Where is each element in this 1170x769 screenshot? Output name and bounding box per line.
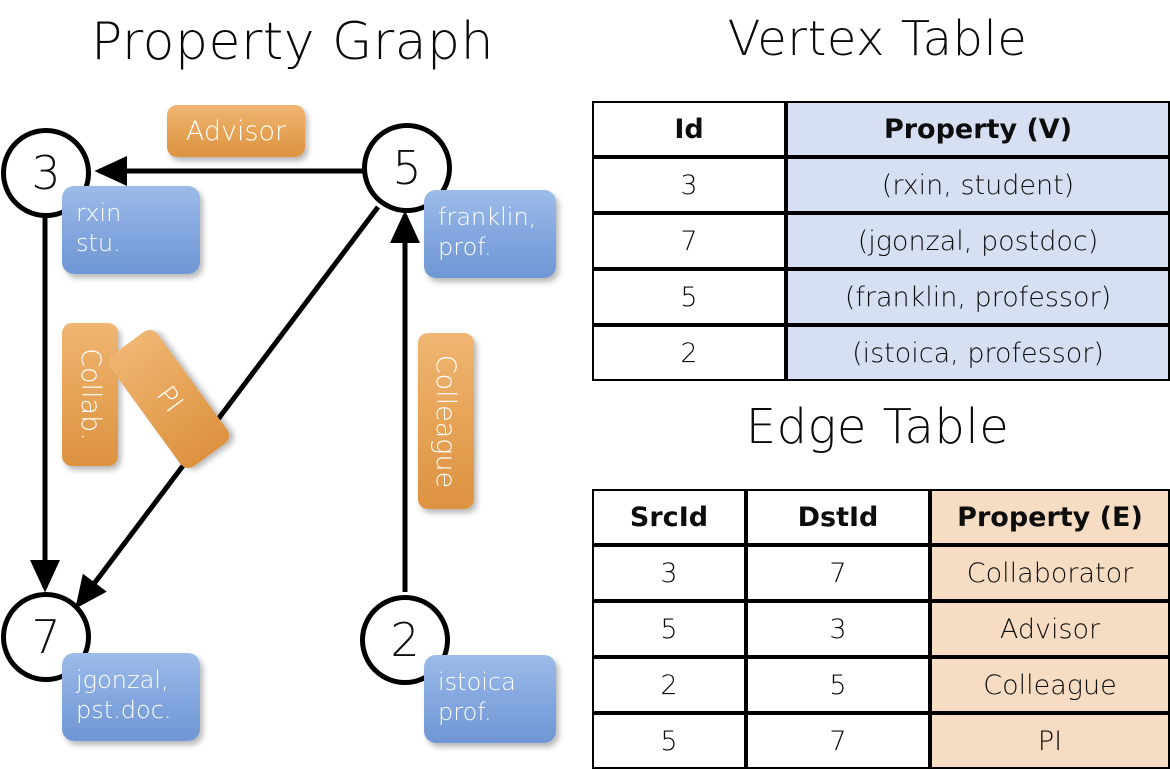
edge-arrow-5-to-7 — [75, 205, 380, 609]
vertex-cell-id: 7 — [592, 213, 786, 269]
edge-label-collab-text: Collab. — [74, 348, 106, 441]
vertex-cell-property: (franklin, professor) — [786, 269, 1170, 325]
vertex-property-box-7: jgonzal, pst.doc. — [62, 653, 200, 741]
table-row: 2 5 Colleague — [592, 657, 1170, 713]
edge-label-collab: Collab. — [62, 323, 118, 466]
vertex-property-name-5: franklin, — [438, 203, 537, 231]
vertex-property-name-7: jgonzal, — [76, 666, 169, 694]
vertex-property-role-2: prof. — [438, 698, 492, 726]
vertex-property-box-3: rxin stu. — [62, 186, 200, 274]
vertex-cell-property: (rxin, student) — [786, 157, 1170, 213]
table-row: 5 3 Advisor — [592, 601, 1170, 657]
edge-table-header-property: Property (E) — [930, 489, 1170, 545]
edge-cell-dstid: 7 — [746, 545, 930, 601]
edge-cell-srcid: 2 — [592, 657, 746, 713]
edge-cell-srcid: 5 — [592, 601, 746, 657]
page-title-vertex-table: Vertex Table — [727, 11, 1028, 67]
vertex-property-name-2: istoica — [438, 668, 516, 696]
table-row: 5 7 PI — [592, 713, 1170, 769]
table-row: 3 (rxin, student) — [592, 157, 1170, 213]
vertex-cell-property: (istoica, professor) — [786, 325, 1170, 381]
edge-label-colleague-text: Colleague — [430, 354, 462, 488]
edge-table: SrcId DstId Property (E) 3 7 Collaborato… — [592, 489, 1170, 769]
edge-cell-srcid: 5 — [592, 713, 746, 769]
vertex-table-header-id: Id — [592, 101, 786, 157]
edge-cell-srcid: 3 — [592, 545, 746, 601]
edge-label-colleague: Colleague — [418, 333, 474, 509]
vertex-cell-property: (jgonzal, postdoc) — [786, 213, 1170, 269]
edge-cell-dstid: 7 — [746, 713, 930, 769]
edge-cell-property: Collaborator — [930, 545, 1170, 601]
edge-cell-dstid: 5 — [746, 657, 930, 713]
graph-edges-layer — [30, 156, 420, 609]
edge-cell-property: Colleague — [930, 657, 1170, 713]
vertex-property-box-5: franklin, prof. — [424, 190, 556, 278]
edge-label-pi-text: PI — [149, 380, 189, 418]
table-row: 3 7 Collaborator — [592, 545, 1170, 601]
vertex-property-name-3: rxin — [76, 199, 122, 227]
vertex-property-box-2: istoica prof. — [424, 655, 556, 743]
table-row: 5 (franklin, professor) — [592, 269, 1170, 325]
page-title-property-graph: Property Graph — [90, 12, 495, 72]
table-row: 2 (istoica, professor) — [592, 325, 1170, 381]
vertex-property-role-5: prof. — [438, 233, 492, 261]
vertex-property-role-3: stu. — [76, 229, 121, 257]
vertex-table-header-row: Id Property (V) — [592, 101, 1170, 157]
vertex-cell-id: 5 — [592, 269, 786, 325]
edge-cell-dstid: 3 — [746, 601, 930, 657]
page-title-edge-table: Edge Table — [745, 399, 1010, 455]
vertex-cell-id: 2 — [592, 325, 786, 381]
vertex-table-header-property: Property (V) — [786, 101, 1170, 157]
table-row: 7 (jgonzal, postdoc) — [592, 213, 1170, 269]
vertex-cell-id: 3 — [592, 157, 786, 213]
edge-cell-property: PI — [930, 713, 1170, 769]
edge-cell-property: Advisor — [930, 601, 1170, 657]
edge-label-advisor-text: Advisor — [185, 115, 287, 147]
edge-label-advisor: Advisor — [167, 105, 305, 157]
vertex-property-role-7: pst.doc. — [76, 696, 172, 724]
edge-table-header-srcid: SrcId — [592, 489, 746, 545]
vertex-table: Id Property (V) 3 (rxin, student) 7 (jgo… — [592, 101, 1170, 381]
graph-vertex-2: 2 — [360, 595, 450, 685]
edge-table-header-row: SrcId DstId Property (E) — [592, 489, 1170, 545]
property-graph-panel: Property Graph Advisor Collab. PI Collea… — [0, 0, 585, 760]
edge-table-header-dstid: DstId — [746, 489, 930, 545]
